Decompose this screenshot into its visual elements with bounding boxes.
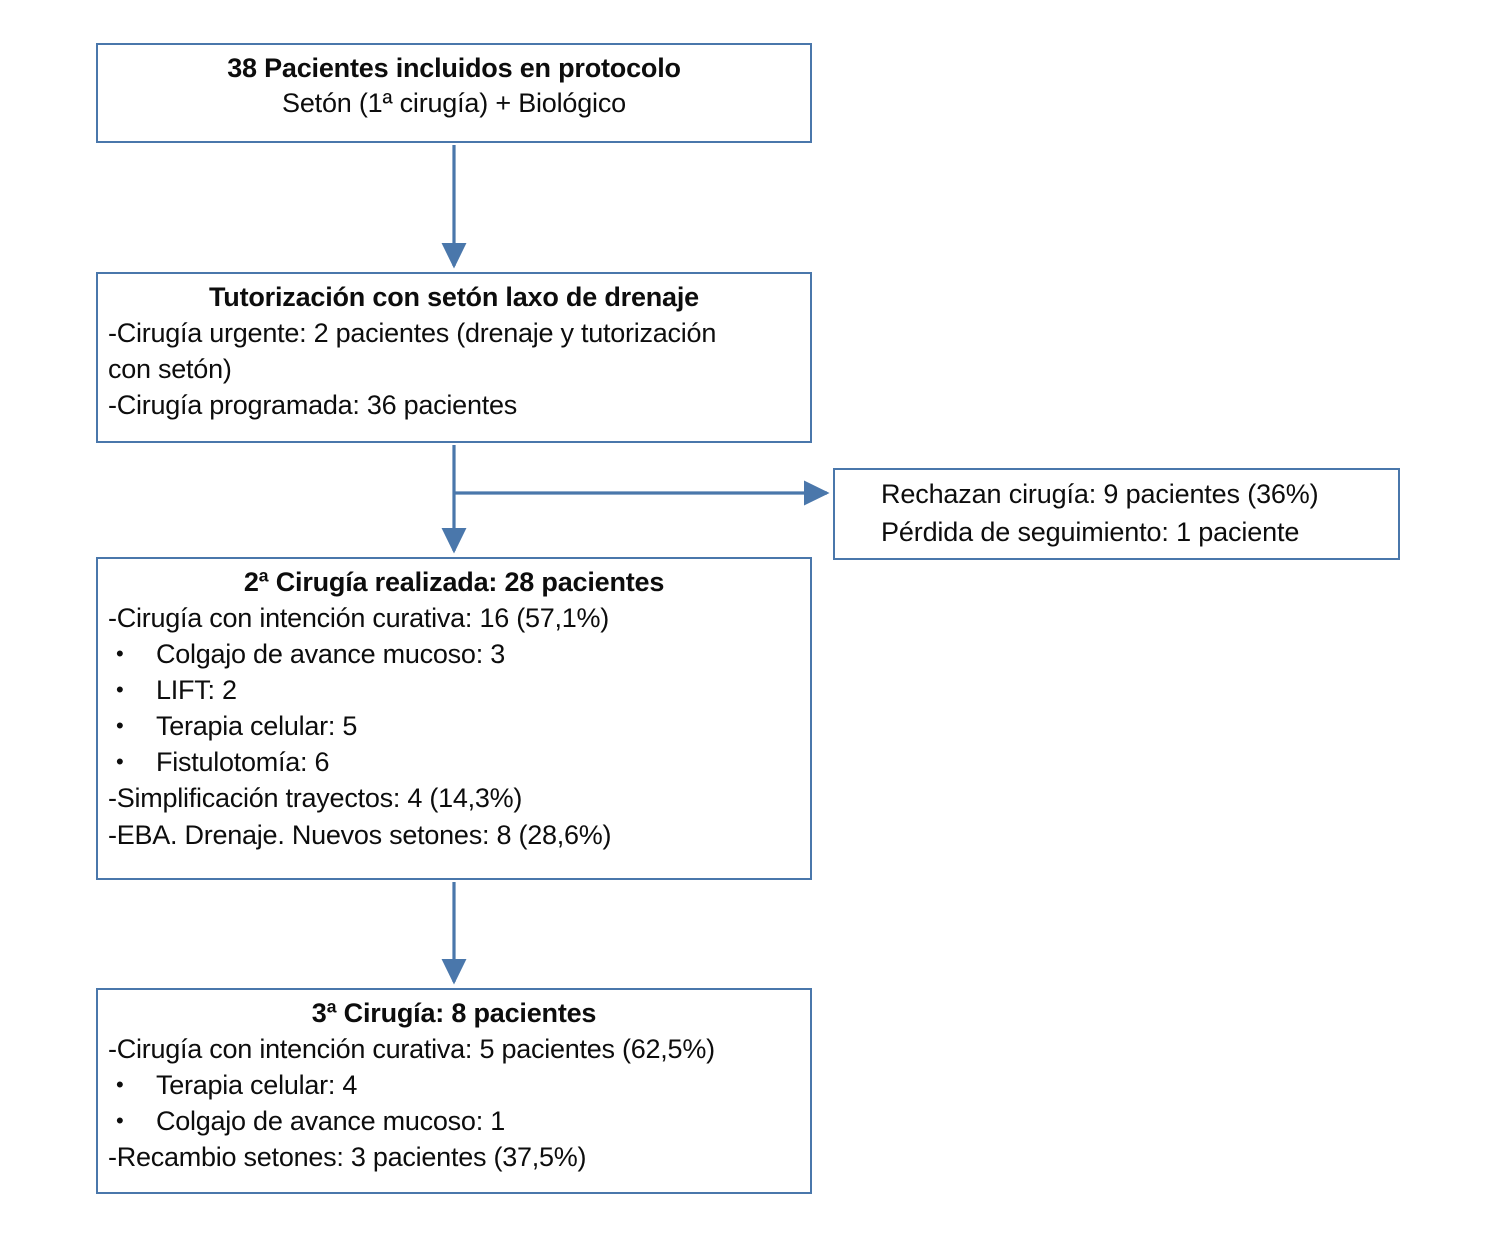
seton-scheduled-surgery-line: -Cirugía programada: 36 pacientes <box>108 389 517 420</box>
node-excluded: Rechazan cirugía: 9 pacientes (36%) Pérd… <box>833 468 1400 560</box>
second-surgery-title: 2ª Cirugía realizada: 28 pacientes <box>243 567 665 597</box>
enrolled-title: 38 Pacientes incluidos en protocolo <box>227 53 681 83</box>
excluded-refused-surgery-line: Rechazan cirugía: 9 pacientes (36%) <box>881 478 1319 509</box>
bullet-icon: • <box>116 1071 124 1097</box>
bullet-icon: • <box>116 1107 124 1133</box>
bullet-icon: • <box>116 749 124 775</box>
second-surgery-curative-line: -Cirugía con intención curativa: 16 (57,… <box>108 602 610 633</box>
node-seton-drainage: Tutorización con setón laxo de drenaje -… <box>96 272 812 443</box>
seton-title: Tutorización con setón laxo de drenaje <box>209 282 699 312</box>
list-item: • Terapia celular: 5 <box>108 708 800 744</box>
bullet-icon: • <box>116 713 124 739</box>
third-surgery-curative-line: -Cirugía con intención curativa: 5 pacie… <box>108 1033 715 1064</box>
list-item: • LIFT: 2 <box>108 672 800 708</box>
third-surgery-bullet-0: Terapia celular: 4 <box>156 1069 358 1100</box>
second-surgery-simplification-line: -Simplificación trayectos: 4 (14,3%) <box>108 783 523 814</box>
seton-urgent-surgery-line: -Cirugía urgente: 2 pacientes (drenaje y… <box>108 317 717 348</box>
bullet-icon: • <box>116 640 124 666</box>
second-surgery-bullet-0: Colgajo de avance mucoso: 3 <box>156 638 505 669</box>
node-enrolled: 38 Pacientes incluidos en protocolo Setó… <box>96 43 812 143</box>
list-item: • Fistulotomía: 6 <box>108 744 800 780</box>
second-surgery-bullet-3: Fistulotomía: 6 <box>156 747 330 778</box>
node-second-surgery: 2ª Cirugía realizada: 28 pacientes -Ciru… <box>96 557 812 880</box>
excluded-lost-followup-line: Pérdida de seguimiento: 1 paciente <box>881 517 1300 547</box>
list-item: • Colgajo de avance mucoso: 1 <box>108 1103 800 1139</box>
seton-urgent-surgery-line-cont: con setón) <box>108 353 232 384</box>
node-third-surgery: 3ª Cirugía: 8 pacientes -Cirugía con int… <box>96 988 812 1194</box>
second-surgery-bullet-2: Terapia celular: 5 <box>156 711 358 742</box>
second-surgery-eba-line: -EBA. Drenaje. Nuevos setones: 8 (28,6%) <box>108 819 612 850</box>
third-surgery-recambio-line: -Recambio setones: 3 pacientes (37,5%) <box>108 1142 587 1173</box>
list-item: • Colgajo de avance mucoso: 3 <box>108 636 800 672</box>
second-surgery-bullet-1: LIFT: 2 <box>156 674 237 705</box>
bullet-icon: • <box>116 676 124 702</box>
third-surgery-title: 3ª Cirugía: 8 pacientes <box>311 998 597 1028</box>
list-item: • Terapia celular: 4 <box>108 1067 800 1103</box>
enrolled-subtitle: Setón (1ª cirugía) + Biológico <box>282 87 626 118</box>
third-surgery-bullet-1: Colgajo de avance mucoso: 1 <box>156 1105 505 1136</box>
